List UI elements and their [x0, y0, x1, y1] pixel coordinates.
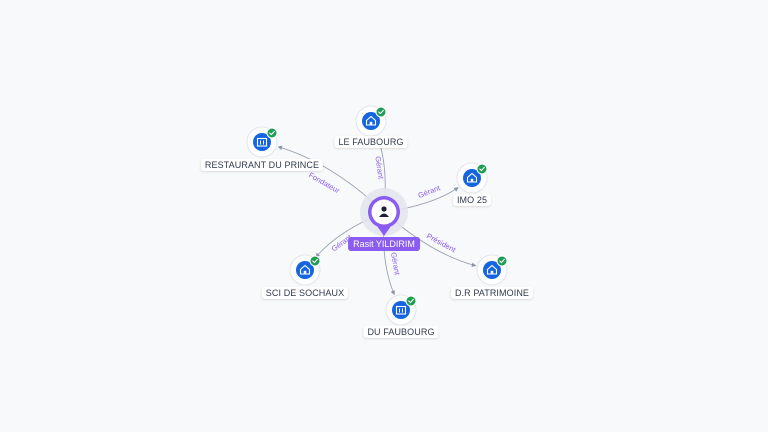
company-label-sci-de-sochaux[interactable]: SCI DE SOCHAUX: [261, 287, 349, 299]
person-label[interactable]: Rasit YILDIRIM: [348, 237, 420, 251]
company-node-le-faubourg[interactable]: [355, 105, 387, 137]
house-icon: [486, 264, 498, 275]
company-label-imo-25[interactable]: IMO 25: [452, 194, 492, 206]
building-icon: [256, 137, 268, 147]
company-node-du-faubourg[interactable]: [385, 294, 417, 326]
person-icon: [379, 206, 389, 217]
company-label-restaurant-du-prince[interactable]: RESTAURANT DU PRINCE: [200, 159, 324, 171]
check-badge-icon: [496, 255, 508, 267]
company-node-d-r-patrimoine[interactable]: [476, 254, 508, 286]
edge-role-label-d-r-patrimoine: Président: [425, 231, 458, 254]
building-icon: [395, 305, 407, 315]
company-label-du-faubourg[interactable]: DU FAUBOURG: [363, 326, 439, 338]
company-node-imo-25[interactable]: [456, 162, 488, 194]
check-badge-icon: [476, 163, 488, 175]
edge-role-label-imo-25: Gérant: [417, 183, 442, 200]
company-label-le-faubourg[interactable]: LE FAUBOURG: [334, 136, 408, 148]
house-icon: [299, 264, 311, 275]
edge-role-label-du-faubourg: Gérant: [389, 252, 402, 277]
check-badge-icon: [266, 127, 278, 139]
house-icon: [466, 172, 478, 183]
check-badge-icon: [405, 295, 417, 307]
company-node-sci-de-sochaux[interactable]: [289, 254, 321, 286]
check-badge-icon: [309, 255, 321, 267]
person-node[interactable]: [360, 188, 408, 236]
house-icon: [365, 115, 377, 126]
check-badge-icon: [375, 106, 387, 118]
company-label-d-r-patrimoine[interactable]: D.R PATRIMOINE: [450, 287, 534, 299]
edge-role-label-le-faubourg: Gérant: [373, 156, 385, 181]
company-node-restaurant-du-prince[interactable]: [246, 126, 278, 158]
